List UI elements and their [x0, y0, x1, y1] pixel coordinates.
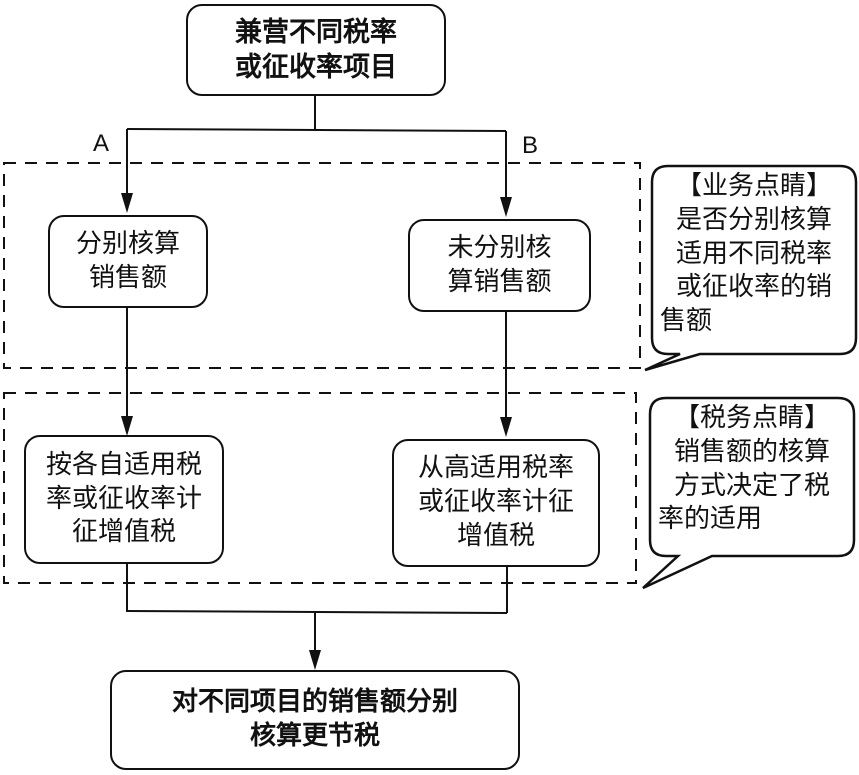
group-frame-accounting [3, 162, 641, 369]
node-line: 销售额 [88, 262, 167, 293]
node-line: 算销售额 [447, 266, 552, 297]
start-node: 兼营不同税率 或征收率项目 [186, 4, 446, 96]
start-node-line: 或征收率项目 [235, 52, 397, 83]
connector-split [126, 128, 507, 132]
node-line: 征增值税 [71, 517, 176, 548]
node-no-separate-accounting: 未分别核 算销售额 [408, 219, 591, 312]
node-line: 按各自适用税 [45, 449, 202, 480]
end-node-line: 对不同项目的销售额分别 [171, 687, 458, 718]
callout-business-title: 【业务点睛】 [675, 171, 832, 201]
node-line: 率或征收率计 [45, 483, 202, 514]
node-line: 或征收率计征 [417, 487, 574, 518]
node-higher-rate: 从高适用税率 或征收率计征 增值税 [392, 439, 600, 567]
node-line: 未分别核 [447, 232, 552, 263]
branch-label-a: A [93, 130, 110, 157]
arrowhead-a1 [121, 193, 133, 213]
callout-line: 适用不同税率 [675, 238, 832, 269]
start-node-line: 兼营不同税率 [235, 16, 397, 48]
end-node: 对不同项目的销售额分别 核算更节税 [110, 670, 520, 770]
node-separate-accounting: 分别核算 销售额 [48, 215, 208, 308]
branch-label-b: B [522, 132, 539, 159]
connector-merge [126, 610, 508, 614]
callout-business-text: 【业务点睛】 是否分别核算 适用不同税率 或征收率的销 售额 [652, 170, 856, 339]
arrowhead-end [309, 650, 321, 670]
arrowhead-b2 [500, 417, 512, 437]
callout-tax-text: 【税务点睛】 销售额的核算 方式决定了税 率的适用 [650, 402, 854, 537]
arrowhead-a2 [121, 416, 133, 436]
callout-line: 或征收率的销 [675, 272, 832, 303]
callout-line: 是否分别核算 [675, 204, 832, 235]
callout-tax-title: 【税务点睛】 [673, 403, 830, 433]
callout-line: 方式决定了税 [673, 470, 830, 501]
arrowhead-b1 [500, 197, 512, 217]
node-respective-rate: 按各自适用税 率或征收率计 征增值税 [24, 435, 224, 564]
node-line: 增值税 [456, 520, 535, 551]
callout-line: 率的适用 [658, 504, 763, 535]
node-line: 分别核算 [75, 228, 180, 259]
callout-business-bubble [644, 164, 858, 372]
end-node-line: 核算更节税 [249, 721, 380, 751]
callout-line: 售额 [660, 306, 713, 337]
callout-line: 销售额的核算 [673, 436, 830, 467]
callout-tax-bubble [642, 396, 856, 590]
group-frame-taxation [3, 392, 637, 584]
node-line: 从高适用税率 [417, 453, 574, 484]
